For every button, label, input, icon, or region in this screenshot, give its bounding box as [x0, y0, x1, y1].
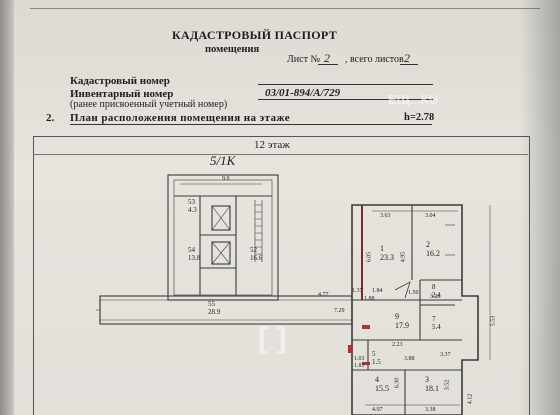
- building-mark: 5/1К: [210, 153, 236, 168]
- sheet-underline: [318, 64, 338, 65]
- sheet-label: Лист №: [287, 54, 320, 65]
- watermark-top: ЕЩ...КU: [388, 92, 439, 107]
- dim-label: 1.03: [354, 356, 365, 362]
- marker-red: [348, 345, 353, 353]
- watermark-center: [ ]: [258, 322, 287, 355]
- document-title: КАДАСТРОВЫЙ ПАСПОРТ: [172, 28, 337, 42]
- elevator-shaft: [211, 205, 231, 231]
- sheet-value: 2: [324, 51, 330, 65]
- total-label: , всего листов: [345, 54, 404, 65]
- dim-label: 4.97: [372, 407, 383, 413]
- section-title: План расположения помещения на этаже: [70, 112, 291, 124]
- dim-label: 2.23: [392, 342, 403, 348]
- cadastral-number-line: [258, 84, 433, 85]
- inventory-number-label: Инвентарный номер: [70, 88, 174, 100]
- dim-label: 9.0: [222, 176, 230, 182]
- dim-label: 3.63: [380, 213, 391, 219]
- dim-label: 1.84: [372, 288, 383, 294]
- total-value: 2: [404, 51, 410, 65]
- dim-label: 3.37: [440, 352, 451, 358]
- stair-steps: [255, 204, 262, 255]
- cadastral-number-label: Кадастровый номер: [70, 75, 170, 87]
- previous-number-label: (ранее присвоенный учетный номер): [70, 99, 228, 110]
- door-swing: [394, 281, 411, 299]
- dim-label: 4.77: [318, 292, 329, 298]
- dim-label: 3.04: [425, 213, 436, 219]
- dim-label: 1.81: [354, 363, 365, 369]
- dim-label: 3.26: [430, 294, 441, 300]
- inventory-number-line: [258, 99, 433, 100]
- dim-label: 4.95: [400, 251, 407, 263]
- plan-frame: [33, 136, 530, 415]
- dim-label: 3.38: [425, 407, 436, 413]
- dim-label: 5.53: [490, 315, 497, 327]
- floor-label: 12 этаж: [254, 139, 290, 151]
- dim-label: 6.05: [366, 251, 373, 263]
- dim-label: 4.12: [467, 393, 474, 405]
- shaft-cross: [211, 205, 231, 231]
- dim-label: 3.88: [404, 356, 415, 362]
- floor-header-rule: [33, 154, 528, 155]
- inventory-number-value: 03/01-894/А/729: [265, 87, 341, 99]
- section-number: 2.: [46, 112, 55, 124]
- total-underline: [400, 64, 418, 65]
- core-block: [167, 174, 279, 301]
- core-inner: [173, 179, 273, 296]
- paper-edge: [30, 8, 540, 13]
- page-shadow-right: [520, 0, 560, 415]
- section-underline: [70, 124, 432, 125]
- dim-label: 6.30: [394, 377, 401, 389]
- dim-label: 1.88: [364, 296, 375, 302]
- page-shadow: [0, 0, 14, 415]
- elevator-shaft: [211, 241, 231, 265]
- shaft-cross: [211, 241, 231, 265]
- document-subtitle: помещения: [205, 44, 260, 55]
- ceiling-height: h=2.78: [404, 112, 435, 123]
- dim-label: 7.29: [334, 308, 345, 314]
- marker-red: [362, 325, 370, 329]
- dim-label: 1.37: [352, 288, 363, 294]
- dim-label: 1.50: [408, 290, 419, 296]
- apartment-outline: [351, 204, 479, 415]
- marker-red: [362, 362, 370, 365]
- dim-label: 3.52: [444, 379, 451, 391]
